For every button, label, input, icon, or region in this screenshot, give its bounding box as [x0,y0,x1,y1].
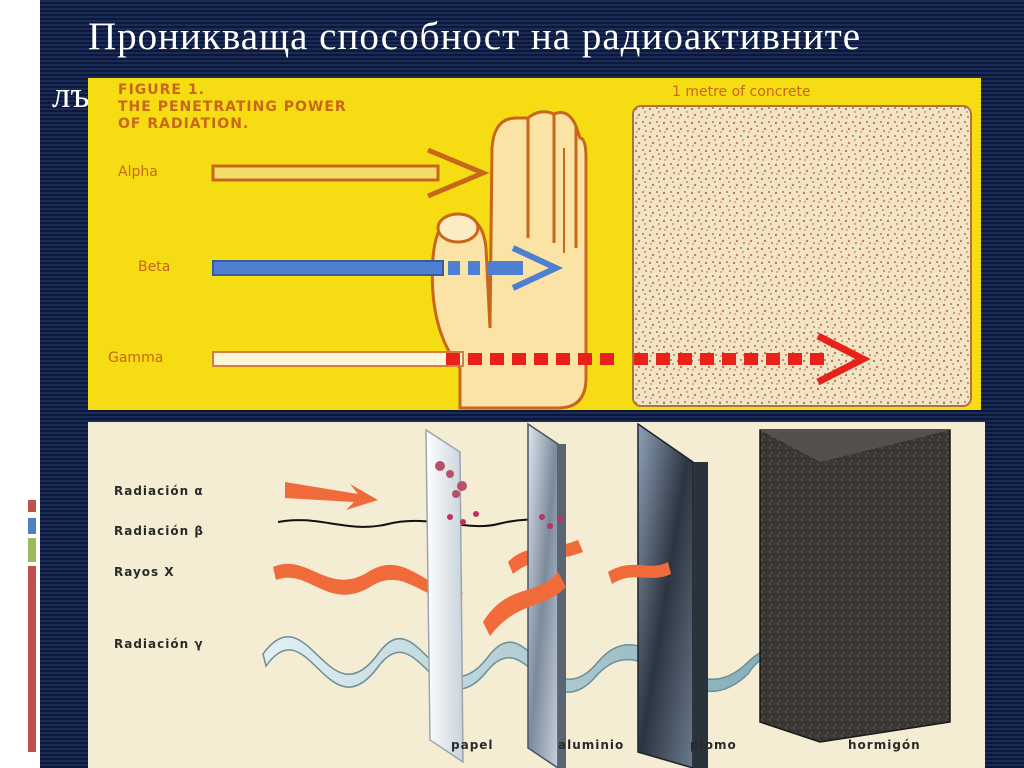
concrete-block [759,429,951,743]
beta-radiation-label: Radiación β [114,524,204,538]
barrier-label-concrete: hormigón [848,738,921,752]
figure1-heading-line: FIGURE 1. [118,82,205,98]
slide-title: Проникваща способност на радиоактивните [88,15,862,58]
xray-label: Rayos X [114,565,175,579]
alpha-arrow [285,482,378,510]
barrier-label-aluminium: aluminio [558,738,625,752]
barrier-label-paper: papel [451,738,494,752]
gamma-radiation-label: Radiación γ [114,637,204,651]
beta-particles [447,511,563,529]
decor-bar-blue [28,518,36,534]
figure1-heading-line: OF RADIATION. [118,116,250,132]
gamma-label: Gamma [108,350,164,366]
figure1-heading-line: THE PENETRATING POWER [118,99,347,115]
lead-sheet [637,422,694,768]
figure-penetrating-power: FIGURE 1. THE PENETRATING POWER OF RADIA… [88,78,981,410]
alpha-radiation-label: Radiación α [114,484,204,498]
beta-line [277,518,554,528]
figure1-drawing [211,105,972,410]
lead-edge [693,462,708,768]
concrete-label: 1 metre of concrete [672,84,811,100]
xray-wave-part [483,572,566,636]
title-marker-line [37,76,40,114]
paper-sheet [425,428,464,764]
title-marker-line [31,76,34,114]
slide-title-continued: лъчения [52,75,92,116]
beta-arrow [212,245,564,291]
figure1-heading: FIGURE 1. THE PENETRATING POWER OF RADIA… [118,82,347,133]
aluminium-edge [558,444,566,768]
concrete-block [632,105,972,407]
decor-bar-red-long [28,566,36,752]
barrier-label-lead: plomo [690,738,737,752]
figure2-drawing [262,422,951,768]
title-marker-line [24,76,27,114]
decor-bar-red [28,500,36,512]
xray-wave [273,563,463,599]
figure-radiation-barriers: Radiación α Radiación β Rayos X Radiació… [88,422,985,768]
beta-label: Beta [138,259,171,275]
hand-illustration [430,110,588,410]
decor-bar-green [28,538,36,562]
xray-wave-part [608,562,671,584]
alpha-label: Alpha [118,164,158,180]
concrete-top [760,430,950,462]
gamma-arrow [212,332,871,386]
alpha-particles [435,461,467,498]
alpha-arrow [211,147,490,199]
